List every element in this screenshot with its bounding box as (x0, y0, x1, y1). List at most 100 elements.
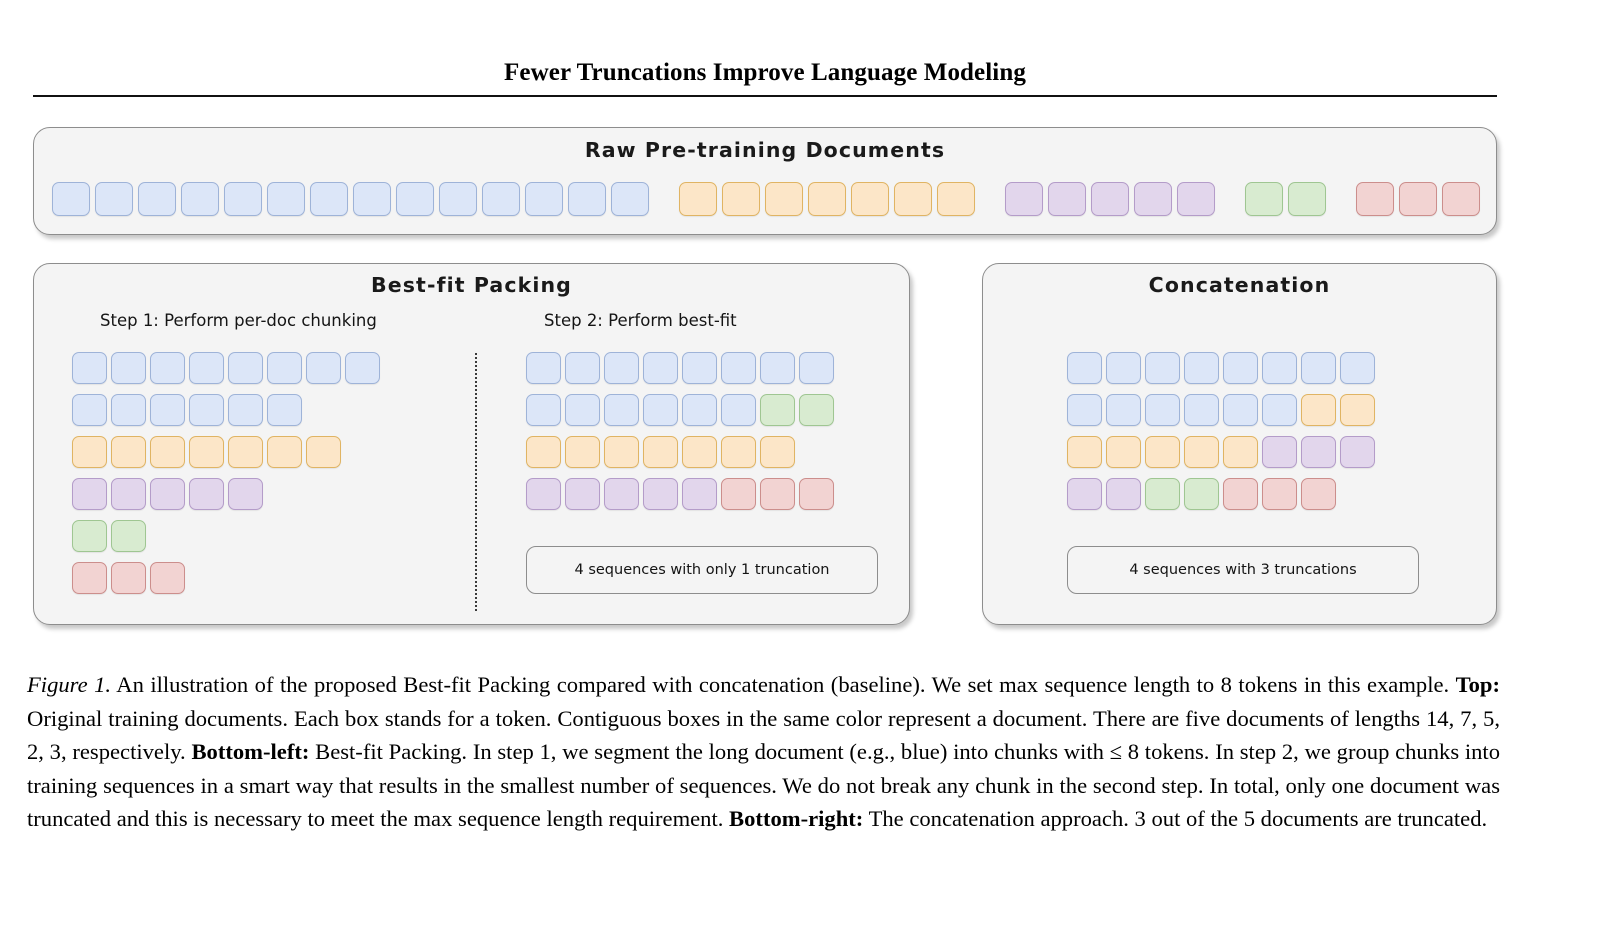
concatenation-sequence-row-4 (1067, 478, 1375, 510)
token-box-orange (682, 436, 717, 468)
token-box-blue (189, 352, 224, 384)
token-box-blue (1067, 352, 1102, 384)
page-title: Fewer Truncations Improve Language Model… (504, 59, 1026, 86)
token-box-blue (1223, 394, 1258, 426)
token-box-purple (1091, 182, 1129, 216)
token-box-blue (150, 352, 185, 384)
token-box-purple (1005, 182, 1043, 216)
caption-text: An illustration of the proposed Best-fit… (111, 672, 1456, 697)
token-box-orange (228, 436, 263, 468)
token-box-red (150, 562, 185, 594)
token-box-blue (604, 394, 639, 426)
token-box-purple (1340, 436, 1375, 468)
token-box-blue (267, 394, 302, 426)
token-box-orange (111, 436, 146, 468)
token-box-red (111, 562, 146, 594)
token-box-red (799, 478, 834, 510)
document-group-red (1356, 182, 1485, 216)
token-box-green (799, 394, 834, 426)
token-box-purple (72, 478, 107, 510)
token-box-blue (111, 394, 146, 426)
token-box-green (72, 520, 107, 552)
token-box-purple (604, 478, 639, 510)
token-box-blue (799, 352, 834, 384)
step-1-chunk-row-6 (72, 562, 380, 594)
token-box-blue (1184, 352, 1219, 384)
token-box-orange (808, 182, 846, 216)
document-group-orange (679, 182, 980, 216)
token-box-orange (722, 182, 760, 216)
token-box-orange (1223, 436, 1258, 468)
token-box-blue (95, 182, 133, 216)
concatenation-title: Concatenation (1148, 273, 1331, 297)
token-box-blue (138, 182, 176, 216)
token-box-purple (1134, 182, 1172, 216)
token-box-orange (604, 436, 639, 468)
token-box-purple (1262, 436, 1297, 468)
token-box-orange (1301, 394, 1336, 426)
step-divider (475, 353, 477, 611)
raw-documents-title: Raw Pre-training Documents (584, 138, 946, 162)
token-box-blue (604, 352, 639, 384)
token-box-orange (1067, 436, 1102, 468)
token-box-blue (721, 394, 756, 426)
token-box-blue (228, 352, 263, 384)
figure-caption-body: An illustration of the proposed Best-fit… (27, 672, 1500, 831)
token-box-blue (1106, 394, 1141, 426)
token-box-green (760, 394, 795, 426)
token-box-blue (643, 352, 678, 384)
token-box-blue (721, 352, 756, 384)
token-box-blue (111, 352, 146, 384)
token-box-red (1223, 478, 1258, 510)
token-box-purple (1177, 182, 1215, 216)
caption-emphasis: Bottom-left: (191, 739, 310, 765)
token-box-red (1442, 182, 1480, 216)
token-box-blue (526, 394, 561, 426)
best-fit-packing-title: Best-fit Packing (371, 273, 572, 297)
concatenation-sequence-rows (1067, 352, 1375, 510)
concatenation-truncation-note: 4 sequences with 3 truncations (1067, 546, 1419, 594)
token-box-blue (525, 182, 563, 216)
token-box-blue (643, 394, 678, 426)
token-box-purple (1106, 478, 1141, 510)
step-2-sequence-rows (526, 352, 834, 510)
concatenation-sequence-row-3 (1067, 436, 1375, 468)
token-box-purple (565, 478, 600, 510)
token-box-blue (1262, 352, 1297, 384)
token-box-blue (611, 182, 649, 216)
token-box-purple (526, 478, 561, 510)
token-box-blue (228, 394, 263, 426)
token-box-orange (306, 436, 341, 468)
token-box-orange (72, 436, 107, 468)
token-box-orange (267, 436, 302, 468)
caption-emphasis: Top: (1455, 672, 1500, 697)
token-box-blue (396, 182, 434, 216)
token-box-blue (150, 394, 185, 426)
token-box-blue (353, 182, 391, 216)
caption-text: Best-fit Packing. In step 1, we segment … (27, 739, 1500, 832)
token-box-orange (526, 436, 561, 468)
token-box-red (1356, 182, 1394, 216)
token-box-blue (568, 182, 606, 216)
token-box-purple (1067, 478, 1102, 510)
token-box-purple (189, 478, 224, 510)
caption-emphasis: Bottom-right: (729, 806, 864, 832)
token-box-blue (310, 182, 348, 216)
token-box-blue (52, 182, 90, 216)
token-box-green (1145, 478, 1180, 510)
token-box-green (1184, 478, 1219, 510)
token-box-orange (1340, 394, 1375, 426)
token-box-blue (1067, 394, 1102, 426)
token-box-red (1399, 182, 1437, 216)
document-group-blue (52, 182, 654, 216)
page-running-header: Fewer Truncations Improve Language Model… (33, 58, 1497, 97)
raw-documents-token-row (52, 182, 1485, 216)
token-box-purple (1048, 182, 1086, 216)
token-box-blue (1106, 352, 1141, 384)
token-box-orange (894, 182, 932, 216)
token-box-blue (72, 394, 107, 426)
token-box-red (72, 562, 107, 594)
token-box-blue (1340, 352, 1375, 384)
token-box-orange (643, 436, 678, 468)
token-box-blue (439, 182, 477, 216)
